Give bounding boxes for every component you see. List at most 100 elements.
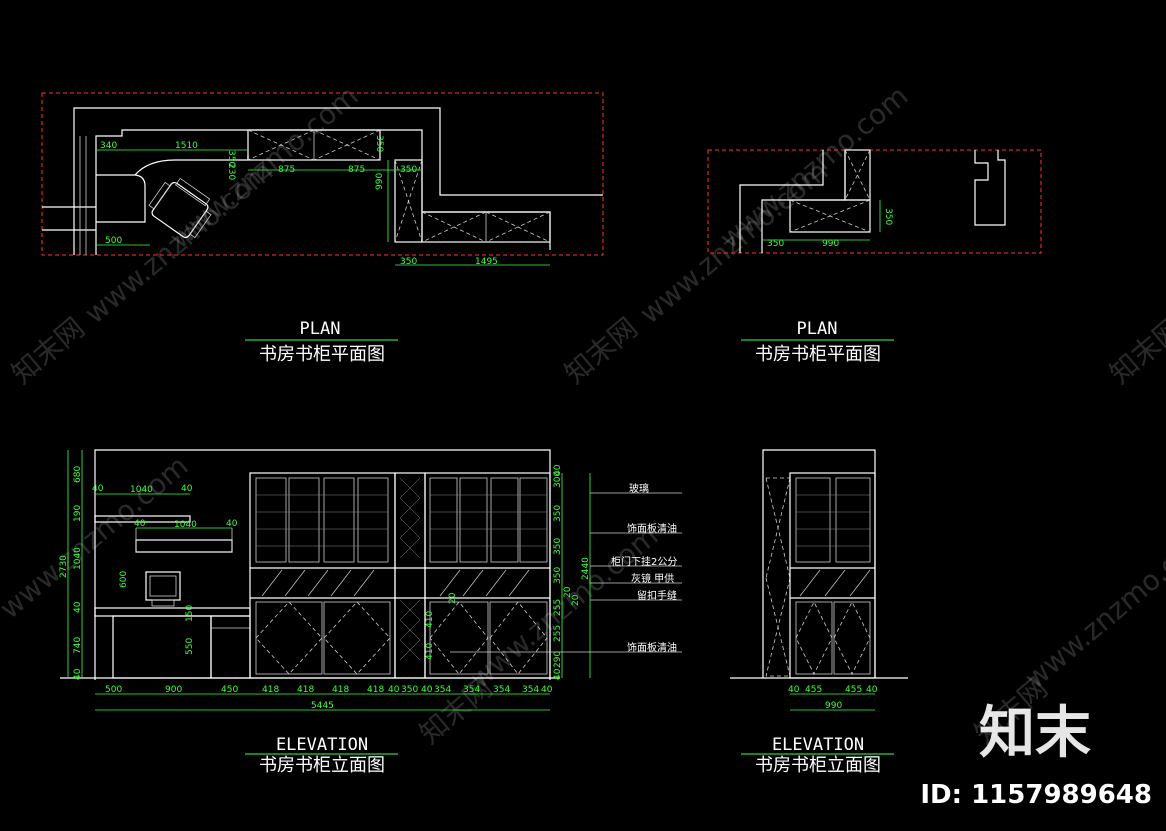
title-en: ELEVATION [276, 735, 368, 755]
dim-label: 450 [221, 685, 238, 695]
dim-label: 350 [401, 685, 418, 695]
cabinet-side [394, 159, 423, 243]
dim-label: 1040 [130, 485, 153, 495]
dim-label: 418 [367, 685, 384, 695]
side-panel [766, 477, 791, 677]
door-open-mark [795, 601, 833, 675]
dim-label: 1510 [175, 141, 198, 151]
cabinet-x [313, 129, 381, 161]
watermark-url: www.znzmo.com [713, 79, 914, 255]
dim-label: 340 [100, 141, 117, 151]
elevation-left: 680 190 1040 40 740 40 2730 600 150 550 … [59, 449, 682, 711]
desk-drawer [210, 615, 251, 679]
dim-label: 350 [553, 567, 563, 584]
dim-label: 300 [553, 471, 563, 488]
lower-door [833, 601, 871, 675]
dim-label: 418 [262, 685, 279, 695]
dim-label: 990 [375, 173, 385, 190]
dim-label: 40 [553, 464, 563, 476]
dim-label: 410 [425, 611, 435, 628]
wall-outline [739, 150, 824, 253]
watermark-text: 知末网 [1103, 311, 1166, 390]
dim-label: 40 [421, 685, 433, 695]
dim-label: 455 [805, 685, 822, 695]
chair-icon [148, 177, 212, 239]
dim-label: 990 [822, 239, 839, 249]
plan-left-title: PLAN 书房书柜平面图 [245, 319, 398, 365]
plan-left-border [41, 92, 604, 256]
dim-label: 455 [845, 685, 862, 695]
plan-right-border [707, 149, 1042, 254]
dim-label: 354 [434, 685, 451, 695]
dim-label: 5445 [311, 701, 334, 711]
dim-label: 40 [226, 519, 238, 529]
dim-label: 354 [493, 685, 510, 695]
dim-label: 350 [374, 135, 384, 152]
lower-doors [255, 601, 548, 675]
dim-label: 350 [553, 505, 563, 522]
side-x [765, 477, 791, 579]
dim-label: 230 [226, 163, 236, 180]
dim-label: 40 [92, 484, 104, 494]
dim-label: 350 [226, 150, 236, 167]
dim-label: 350 [553, 538, 563, 555]
title-cn: 书房书柜平面图 [259, 344, 385, 365]
dim-label: 2440 [581, 557, 591, 580]
elevation-left-title: ELEVATION 书房书柜立面图 [245, 735, 398, 776]
dim-label: 350 [767, 239, 784, 249]
desk-top [94, 607, 251, 617]
note-label: 饰面板清油 [627, 641, 677, 654]
dim-label: 190 [73, 505, 83, 522]
dim-label: 875 [348, 165, 365, 175]
desk-outline [96, 174, 146, 223]
hatch [824, 569, 846, 597]
glass-door [795, 477, 831, 563]
dim-label: 350 [400, 257, 417, 267]
dim-label: 40 [73, 668, 83, 680]
plan-right: 350 990 350 [707, 149, 1042, 254]
plan-left: 340 1510 350 350 230 875 875 350 990 500… [41, 92, 604, 267]
note-label: 柜门下挂2公分 [611, 555, 677, 568]
dim-label: 40 [73, 601, 83, 613]
wall-outline [73, 107, 603, 255]
dim-label: 500 [105, 685, 122, 695]
dim-label: 1040 [174, 520, 197, 530]
dim-label: 20 [571, 594, 581, 606]
dim-label: 40 [388, 685, 400, 695]
lattice-pattern [256, 477, 547, 661]
side-x [765, 577, 791, 677]
mirror-band [250, 567, 550, 599]
dim-label: 600 [119, 571, 129, 588]
elevation-right: 40 455 455 40 990 [730, 449, 908, 711]
dim-label: 255 [553, 625, 563, 642]
dim-label: 990 [825, 701, 842, 711]
dim-label: 1495 [475, 257, 498, 267]
glass-doors-right [429, 477, 548, 563]
door-open-mark [833, 601, 871, 675]
dim-label: 150 [185, 605, 195, 622]
title-en: PLAN [300, 319, 341, 339]
dim-label: 40 [788, 685, 800, 695]
cabinet-x [844, 149, 871, 201]
bookcase-left [249, 472, 396, 679]
bookcase [789, 472, 876, 679]
title-cn: 书房书柜平面图 [755, 344, 881, 365]
cabinet-x [421, 211, 487, 243]
note-label: 留扣手缝 [637, 589, 677, 602]
watermark-url: www.znzmo.com [1018, 519, 1166, 695]
dim-label: 290 [553, 651, 563, 668]
glass-doors-left [255, 477, 389, 563]
elevation-right-title: ELEVATION 书房书柜立面图 [741, 735, 894, 776]
wall-shelf [135, 539, 233, 553]
monitor-stand [151, 599, 175, 607]
brand-logo: 知末 [979, 701, 1091, 766]
dim-label: 354 [522, 685, 539, 695]
title-en: PLAN [797, 319, 838, 339]
watermark-url: www.znzmo.com [463, 519, 664, 695]
cabinet-x [247, 129, 315, 161]
dim-label: 1040 [73, 547, 83, 570]
desk-edge [134, 155, 249, 176]
note-label: 玻璃 [629, 482, 649, 495]
watermark-text: 知末网 [558, 311, 644, 390]
